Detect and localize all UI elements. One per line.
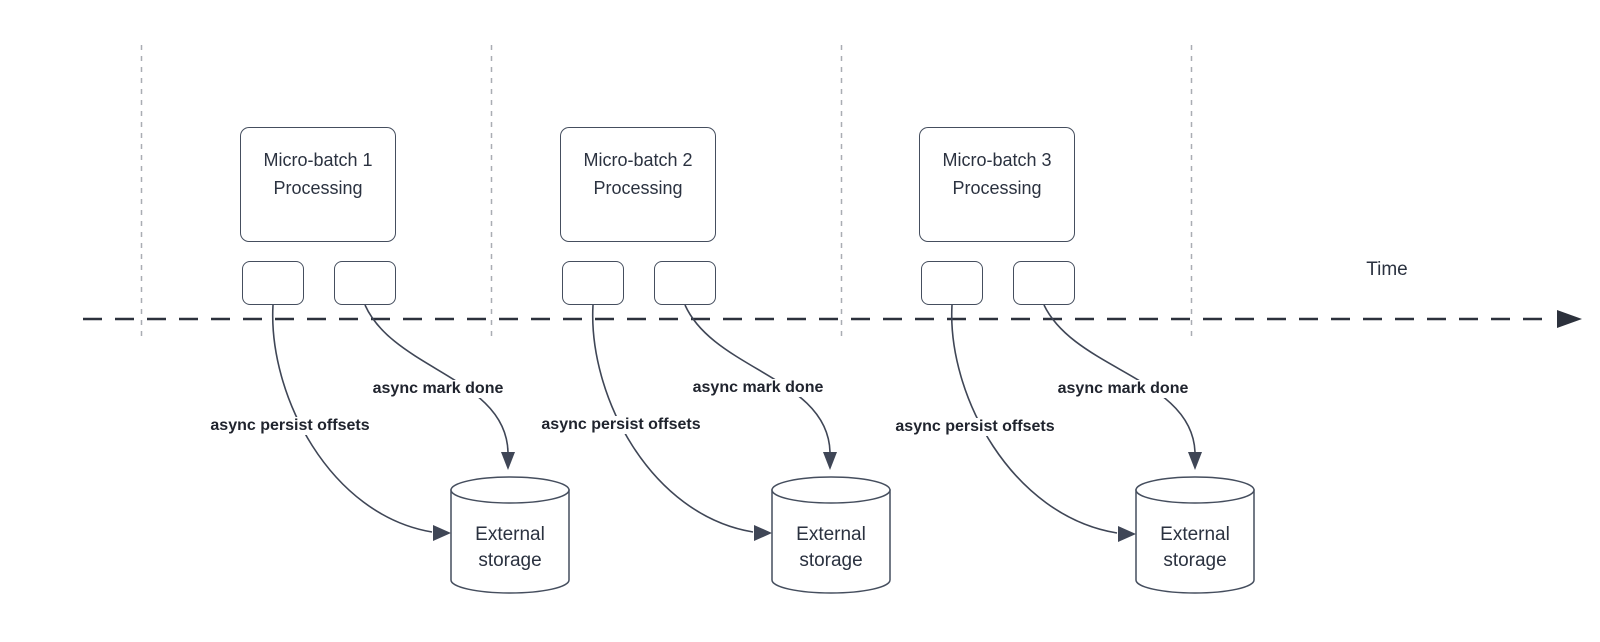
- microbatch-3-processing-box: Micro-batch 3 Processing: [919, 127, 1075, 242]
- mark-done-arrowhead-icon-1: [501, 452, 515, 470]
- persist-offsets-arrowhead-icon-3: [1118, 526, 1136, 542]
- persist-offsets-label-3: async persist offsets: [893, 418, 1057, 436]
- microbatch-3-task-box-right: [1013, 261, 1075, 305]
- persist-offsets-arrow-curve-2: [591, 304, 754, 533]
- mark-done-arrow-curve-1: [364, 304, 509, 453]
- mark-done-label-3: async mark done: [1055, 380, 1191, 398]
- storage-cylinder-top-1: [450, 476, 570, 504]
- microbatch-2-task-box-left: [562, 261, 624, 305]
- mark-done-arrowhead-icon-3: [1188, 452, 1202, 470]
- microbatch-1-task-box-left: [242, 261, 304, 305]
- microbatch-1-processing-box: Micro-batch 1 Processing: [240, 127, 396, 242]
- persist-offsets-label-1: async persist offsets: [208, 417, 372, 435]
- microbatch-1-title-line2: Processing: [273, 177, 363, 198]
- external-storage-line2: storage: [799, 550, 863, 571]
- microbatch-2-title-line1: Micro-batch 2: [583, 149, 693, 170]
- microbatch-3-title-line2: Processing: [952, 177, 1042, 198]
- persist-offsets-arrow-curve-3: [950, 304, 1118, 534]
- microbatch-3-task-box-left: [921, 261, 983, 305]
- microbatch-1-title-line1: Micro-batch 1: [263, 149, 373, 170]
- persist-offsets-arrowhead-icon-2: [754, 525, 772, 541]
- mark-done-arrowhead-icon-2: [823, 452, 837, 470]
- external-storage-label-3: External storage: [1125, 522, 1265, 574]
- persist-offsets-arrowhead-icon-1: [433, 525, 451, 541]
- persist-offsets-label-2: async persist offsets: [539, 416, 703, 434]
- external-storage-line1: External: [796, 524, 866, 545]
- external-storage-label-1: External storage: [440, 522, 580, 574]
- microbatch-2-task-box-right: [654, 261, 716, 305]
- mark-done-arrow-curve-3: [1043, 304, 1196, 453]
- storage-cylinder-body-1: [450, 489, 570, 594]
- microbatch-2-title-line2: Processing: [593, 177, 683, 198]
- storage-cylinder-top-2: [771, 476, 891, 504]
- time-axis-arrowhead-icon: [1557, 310, 1582, 328]
- mark-done-label-1: async mark done: [370, 380, 506, 398]
- microbatch-3-title-line1: Micro-batch 3: [942, 149, 1052, 170]
- microbatch-2-processing-box: Micro-batch 2 Processing: [560, 127, 716, 242]
- external-storage-line2: storage: [1163, 550, 1227, 571]
- storage-cylinder-body-2: [771, 489, 891, 594]
- persist-offsets-arrow-curve-1: [271, 304, 433, 533]
- microbatch-1-task-box-right: [334, 261, 396, 305]
- external-storage-line1: External: [475, 524, 545, 545]
- external-storage-line1: External: [1160, 524, 1230, 545]
- time-axis-label: Time: [1366, 259, 1408, 280]
- storage-cylinder-body-3: [1135, 489, 1255, 594]
- mark-done-arrow-curve-2: [684, 304, 831, 453]
- mark-done-label-2: async mark done: [690, 379, 826, 397]
- storage-cylinder-top-3: [1135, 476, 1255, 504]
- external-storage-line2: storage: [478, 550, 542, 571]
- external-storage-label-2: External storage: [761, 522, 901, 574]
